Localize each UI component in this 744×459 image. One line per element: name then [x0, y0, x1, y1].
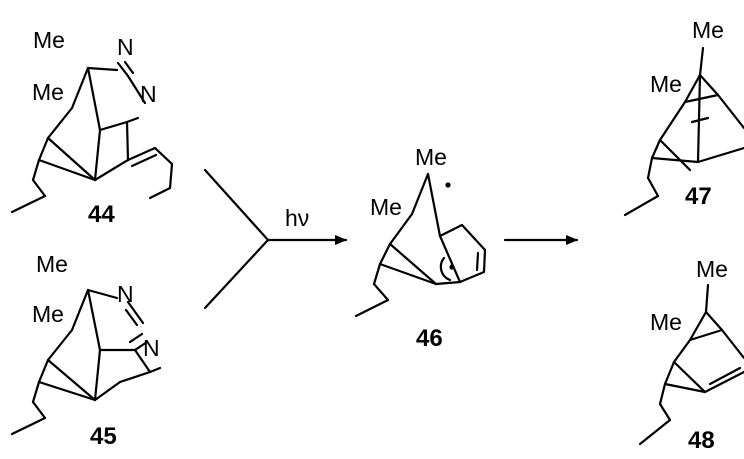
compound-46-methyl-bridge: Me	[370, 194, 402, 220]
compound-46-methyl-top: Me	[415, 144, 447, 170]
compound-44-bonds	[10, 66, 174, 214]
compound-45-azo-double-bond	[124, 308, 139, 327]
merge-arrow-lower-branch	[203, 238, 270, 310]
compound-44: Me Me N N 44	[10, 27, 174, 228]
compound-47: Me Me 47	[623, 17, 744, 217]
compound-46-allyl-radical-arc	[439, 256, 452, 282]
photolysis-arrow: hν	[203, 168, 348, 310]
radical-dot-icon	[445, 182, 451, 188]
compound-46-number: 46	[416, 325, 443, 352]
photolysis-condition: hν	[285, 205, 309, 231]
compound-46-bonds	[354, 172, 487, 318]
compound-45-nitrogen-lower: N	[143, 335, 160, 361]
compound-45-bonds	[10, 288, 162, 436]
compound-44-number: 44	[88, 201, 115, 228]
compound-47-bonds	[623, 46, 744, 217]
compound-46: Me Me 46	[354, 144, 487, 352]
compound-48-number: 48	[688, 427, 715, 454]
radical-dot-icon	[449, 264, 455, 270]
compound-45-methyl-bridge: Me	[32, 301, 64, 327]
compound-45-nitrogen-upper: N	[117, 281, 134, 307]
compound-44-azo-double-bond	[123, 60, 135, 75]
compound-48-methyl-bridge: Me	[650, 309, 682, 335]
compound-45-number: 45	[90, 423, 117, 450]
merge-arrow-upper-branch	[203, 168, 270, 242]
compound-45-methyl-top: Me	[36, 251, 68, 277]
compound-48-methyl-top: Me	[696, 256, 728, 282]
compound-44-nitrogen-lower: N	[140, 81, 157, 107]
compound-48: Me Me 48	[638, 256, 744, 454]
compound-47-methyl-top: Me	[692, 17, 724, 43]
compound-44-methyl-bridge: Me	[32, 79, 64, 105]
compound-47-methyl-bridge: Me	[650, 71, 682, 97]
compound-44-methyl-top: Me	[33, 27, 65, 53]
compound-44-nitrogen-upper: N	[117, 34, 134, 60]
compound-47-number: 47	[685, 183, 712, 210]
compound-44-azo-bond	[116, 61, 130, 78]
compound-48-bonds	[638, 283, 744, 446]
compound-45: Me Me N N 45	[10, 251, 162, 450]
